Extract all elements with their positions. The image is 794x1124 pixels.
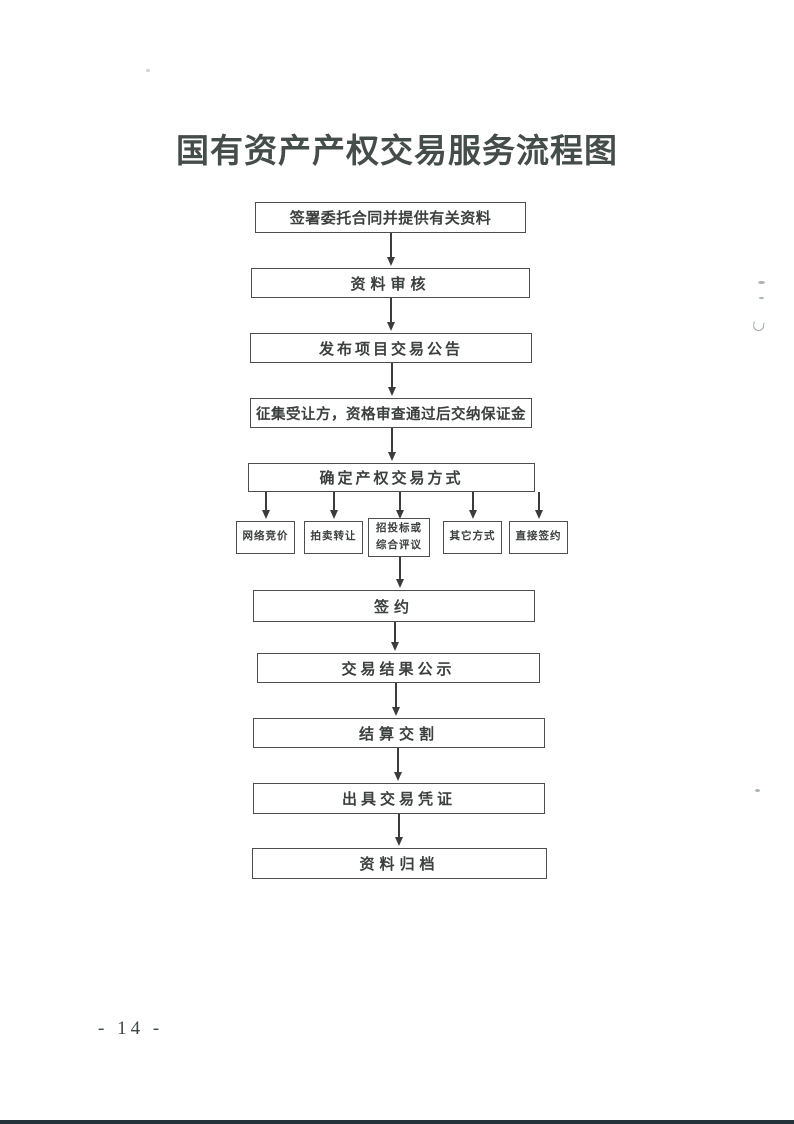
flow-step-result-publicity: 交易结果公示 bbox=[257, 653, 540, 683]
method-direct-signing: 直接签约 bbox=[509, 521, 568, 554]
flow-step-label: 资料审核 bbox=[350, 276, 431, 293]
flow-arrow-down bbox=[333, 492, 335, 511]
flow-step-label: 出具交易凭证 bbox=[341, 792, 456, 808]
flow-arrow-down bbox=[399, 557, 401, 580]
flow-step-label: 签署委托合同并提供有关资料 bbox=[289, 211, 492, 227]
page-title: 国有资产产权交易服务流程图 bbox=[176, 134, 618, 170]
flow-step-label: 确定产权交易方式 bbox=[319, 471, 464, 487]
flow-step-determine-method: 确定产权交易方式 bbox=[248, 463, 535, 492]
flow-arrow-down bbox=[399, 492, 401, 511]
flow-step-solicit-transferees: 征集受让方，资格审查通过后交纳保证金 bbox=[250, 398, 532, 428]
flow-step-label: 征集受让方，资格审查通过后交纳保证金 bbox=[256, 406, 526, 423]
flow-arrow-down bbox=[472, 492, 474, 511]
flow-step-settlement-delivery: 结算交割 bbox=[253, 718, 545, 748]
method-tender-or-evaluation: 招投标或 综合评议 bbox=[368, 518, 430, 557]
scan-speck bbox=[758, 281, 765, 284]
method-online-bidding: 网络竞价 bbox=[236, 521, 295, 554]
scan-speck bbox=[146, 69, 150, 72]
flow-step-archive-materials: 资料归档 bbox=[252, 848, 547, 879]
flow-arrow-down bbox=[398, 814, 400, 838]
scan-speck bbox=[759, 297, 764, 299]
flow-arrow-down bbox=[391, 428, 393, 453]
flow-step-label: 交易结果公示 bbox=[341, 661, 456, 678]
flow-step-sign-agreement: 签约 bbox=[253, 590, 535, 622]
method-other-way: 其它方式 bbox=[443, 521, 502, 554]
flow-step-label: 资料归档 bbox=[359, 857, 440, 873]
flow-step-label: 发布项目交易公告 bbox=[318, 341, 463, 358]
flow-arrow-down bbox=[391, 363, 393, 388]
flow-step-label: 结算交割 bbox=[358, 726, 439, 743]
flow-arrow-down bbox=[397, 748, 399, 773]
flow-step-issue-certificate: 出具交易凭证 bbox=[253, 783, 545, 814]
method-auction-transfer: 拍卖转让 bbox=[304, 521, 363, 554]
flow-step-label: 签约 bbox=[373, 599, 414, 616]
flow-arrow-down bbox=[395, 683, 397, 708]
method-label: 直接签约 bbox=[515, 531, 562, 543]
method-label: 其它方式 bbox=[449, 531, 496, 543]
method-label: 招投标或 综合评议 bbox=[376, 523, 422, 551]
flow-arrow-down bbox=[538, 492, 540, 511]
method-label: 网络竞价 bbox=[242, 531, 289, 543]
scan-squiggle-mark bbox=[752, 321, 765, 332]
flow-step-material-review: 资料审核 bbox=[251, 268, 530, 298]
flow-arrow-down bbox=[390, 298, 392, 323]
flow-step-publish-announcement: 发布项目交易公告 bbox=[250, 333, 532, 363]
method-label: 拍卖转让 bbox=[310, 531, 357, 543]
scan-bottom-edge bbox=[0, 1120, 794, 1124]
flow-arrow-down bbox=[394, 622, 396, 643]
page-number: - 14 - bbox=[98, 1018, 164, 1039]
scan-speck bbox=[755, 789, 760, 792]
flow-step-sign-entrust-contract: 签署委托合同并提供有关资料 bbox=[255, 202, 526, 233]
flow-arrow-down bbox=[390, 233, 392, 258]
flow-arrow-down bbox=[265, 492, 267, 511]
